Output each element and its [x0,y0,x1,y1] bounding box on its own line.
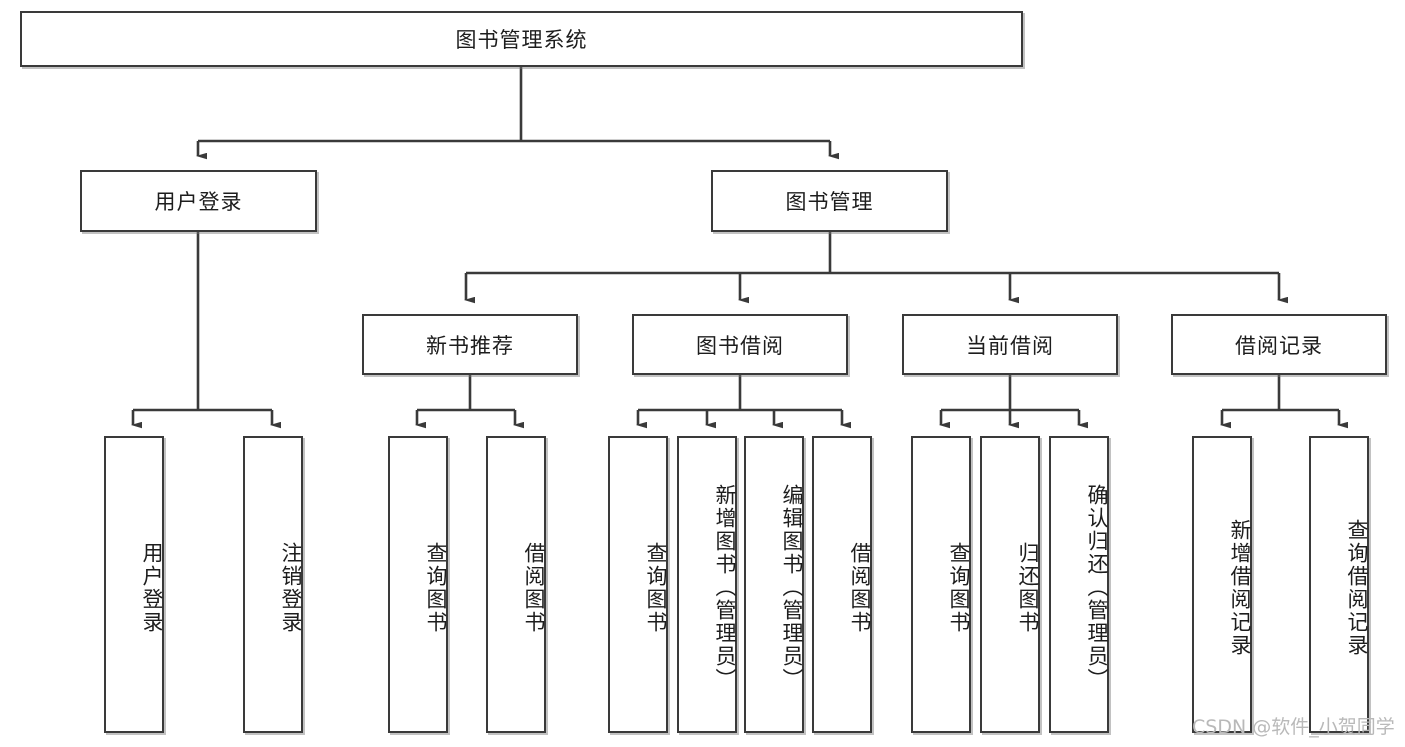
leaf-book-borrow-add-book-admin[interactable]: 新增图书（管理员） [677,436,737,733]
node-label: 借阅记录 [1235,333,1323,358]
node-current-borrow[interactable]: 当前借阅 [902,314,1118,375]
node-label: 新增借阅记录 [1228,518,1252,657]
node-root-book-management-system[interactable]: 图书管理系统 [20,11,1023,67]
node-label: 查询借阅记录 [1345,518,1369,657]
node-user-login[interactable]: 用户登录 [80,170,317,232]
leaf-user-login-logout[interactable]: 注销登录 [243,436,303,733]
node-label: 查询图书 [424,541,448,634]
leaf-current-borrow-return-book[interactable]: 归还图书 [980,436,1040,733]
node-label: 查询图书 [644,541,668,634]
watermark-text: CSDN @软件_小贺同学 [1192,716,1395,738]
leaf-book-borrow-query-book[interactable]: 查询图书 [608,436,668,733]
node-borrow-record[interactable]: 借阅记录 [1171,314,1387,375]
node-label: 借阅图书 [522,541,546,634]
node-new-book-recommend[interactable]: 新书推荐 [362,314,578,375]
node-label: 图书借阅 [696,333,784,358]
leaf-book-borrow-edit-book-admin[interactable]: 编辑图书（管理员） [744,436,804,733]
node-label: 用户登录 [140,541,164,634]
leaf-new-book-query-book[interactable]: 查询图书 [388,436,448,733]
node-label: 确认归还（管理员） [1085,484,1109,691]
node-label: 编辑图书（管理员） [780,484,804,691]
node-label: 新增图书（管理员） [713,484,737,691]
node-label: 用户登录 [154,190,243,214]
leaf-current-borrow-confirm-return-admin[interactable]: 确认归还（管理员） [1049,436,1109,733]
node-label: 新书推荐 [426,333,514,358]
node-book-management[interactable]: 图书管理 [711,170,948,232]
leaf-current-borrow-query-book[interactable]: 查询图书 [911,436,971,733]
node-label: 当前借阅 [966,333,1054,358]
node-label: 图书管理 [785,190,874,214]
leaf-borrow-record-query-record[interactable]: 查询借阅记录 [1309,436,1369,733]
node-book-borrow[interactable]: 图书借阅 [632,314,848,375]
leaf-user-login-login[interactable]: 用户登录 [104,436,164,733]
node-label: 借阅图书 [848,541,872,634]
leaf-borrow-record-add-record[interactable]: 新增借阅记录 [1192,436,1252,733]
node-label: 归还图书 [1016,541,1040,634]
node-label: 注销登录 [279,541,303,634]
node-label: 图书管理系统 [455,28,588,52]
leaf-book-borrow-borrow-book[interactable]: 借阅图书 [812,436,872,733]
leaf-new-book-borrow-book[interactable]: 借阅图书 [486,436,546,733]
node-label: 查询图书 [947,541,971,634]
